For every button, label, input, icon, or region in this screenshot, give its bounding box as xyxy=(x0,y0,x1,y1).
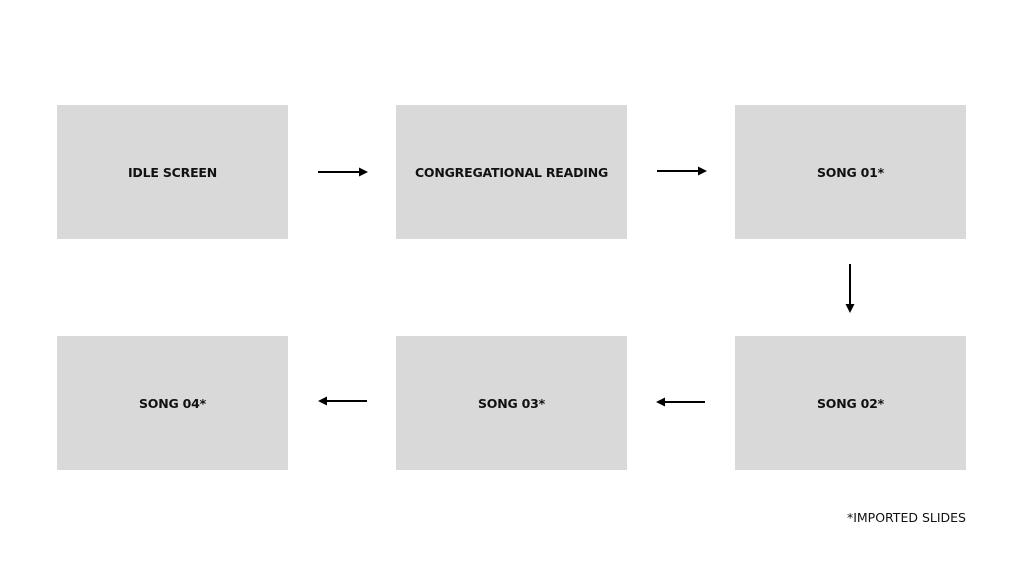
node-label: SONG 01* xyxy=(816,164,885,180)
node-congregational-reading: CONGREGATIONAL READING xyxy=(396,105,627,239)
node-label: CONGREGATIONAL READING xyxy=(414,164,609,180)
node-idle-screen: IDLE SCREEN xyxy=(57,105,288,239)
arrow-song-01-to-song-02 xyxy=(845,264,855,313)
arrow-song-03-to-song-04 xyxy=(318,396,367,406)
node-label: IDLE SCREEN xyxy=(127,164,218,180)
arrow-idle-to-reading xyxy=(318,167,368,177)
node-song-02: SONG 02* xyxy=(735,336,966,470)
node-label: SONG 04* xyxy=(138,395,207,411)
node-label: SONG 02* xyxy=(816,395,885,411)
arrow-song-02-to-song-03 xyxy=(656,397,705,407)
node-song-01: SONG 01* xyxy=(735,105,966,239)
arrow-reading-to-song-01 xyxy=(657,166,707,176)
footnote: *IMPORTED SLIDES xyxy=(846,510,966,525)
node-label: SONG 03* xyxy=(477,395,546,411)
node-song-03: SONG 03* xyxy=(396,336,627,470)
node-song-04: SONG 04* xyxy=(57,336,288,470)
